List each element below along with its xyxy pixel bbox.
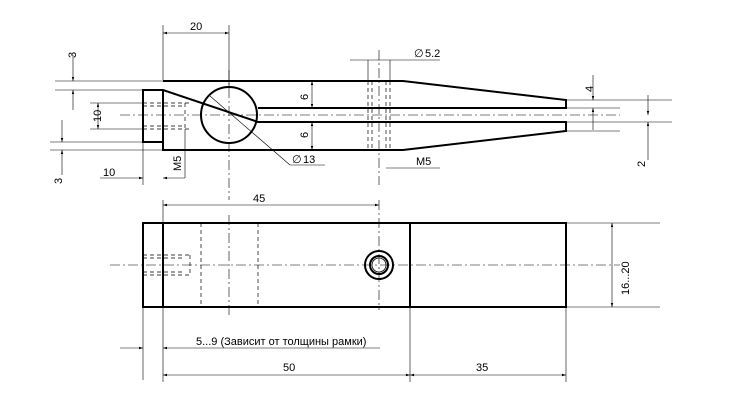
dim-3-bottom-label: 3 xyxy=(53,178,65,184)
frame-thickness-note: 5...9 (Зависит от толщины рамки) xyxy=(196,336,366,348)
dim-2-label: 2 xyxy=(636,161,648,167)
dim-10-left-label: 10 xyxy=(103,167,115,179)
dim-4-label: 4 xyxy=(584,86,596,92)
diameter-symbol-52: ∅ xyxy=(414,48,424,60)
threaded-hole-outer xyxy=(364,250,394,280)
dim-50-label: 50 xyxy=(283,362,295,374)
top-view-outline xyxy=(142,80,567,151)
dim-3-top-label: 3 xyxy=(67,52,79,58)
dim-35-label: 35 xyxy=(476,362,488,374)
dim-10-label: 10 xyxy=(92,110,104,122)
hole-d52-label: 5.2 xyxy=(425,48,440,60)
threaded-hole-inner xyxy=(369,255,389,275)
dim-6-upper-label: 6 xyxy=(299,94,311,100)
diameter-symbol-13: ∅ xyxy=(292,154,302,166)
thread-m5-left-label: M5 xyxy=(172,156,184,171)
side-view: 45 16...20 5...9 (Зависит от толщины рам… xyxy=(110,193,660,382)
dim-6-lower-label: 6 xyxy=(299,132,311,138)
thread-m5-right-label: M5 xyxy=(416,156,431,168)
dim-20-label: 20 xyxy=(190,21,202,33)
dim-45-label: 45 xyxy=(253,193,265,205)
top-view: 20 3 10 3 10 M5 6 6 ∅ 13 xyxy=(50,21,672,200)
hole-d13-label: 13 xyxy=(303,154,315,166)
dim-height-label: 16...20 xyxy=(620,261,632,295)
leader-d13 xyxy=(209,95,291,166)
